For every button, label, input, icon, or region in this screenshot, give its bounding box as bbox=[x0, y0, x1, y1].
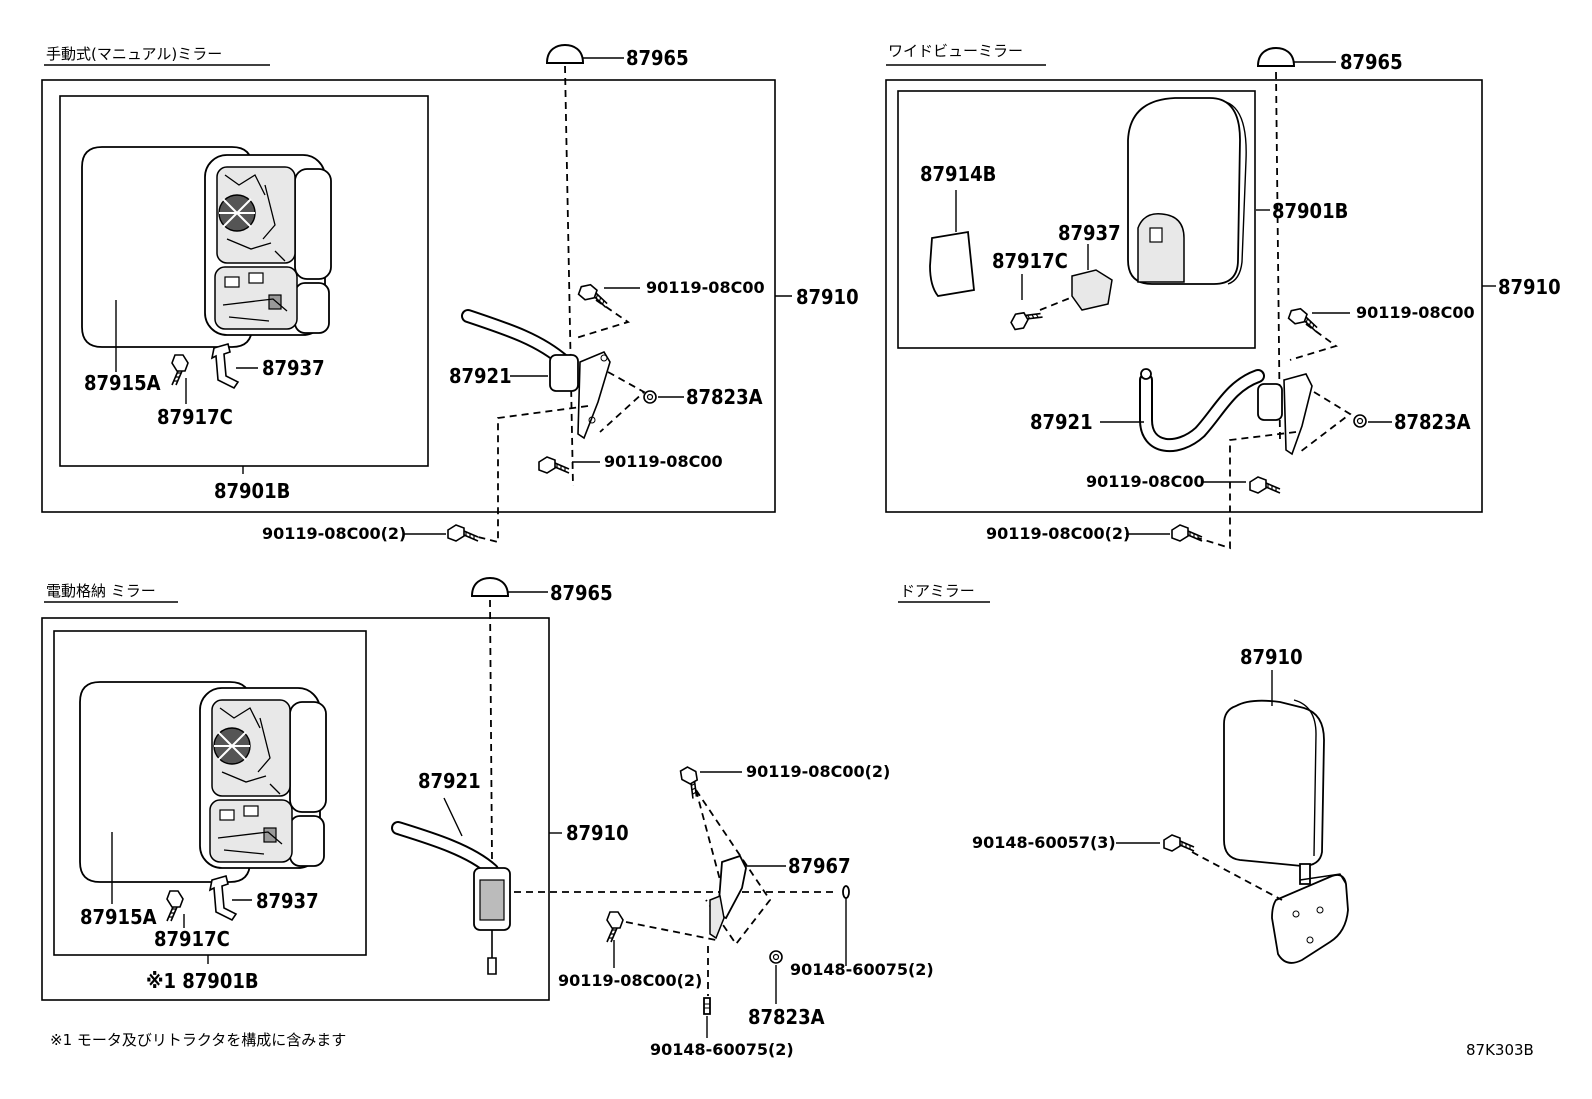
label-90119-08C00-lower: 90119-08C00 bbox=[604, 452, 723, 471]
label-87901B-wide: 87901B bbox=[1272, 199, 1348, 223]
label-87823A-wide: 87823A bbox=[1394, 410, 1471, 434]
mirror-housing-icon bbox=[204, 154, 332, 336]
screw-icon bbox=[166, 890, 184, 922]
label-87910-door: 87910 bbox=[1240, 645, 1303, 669]
cover-icon bbox=[929, 230, 975, 297]
bolt-icon bbox=[606, 911, 624, 943]
bolt-icon bbox=[576, 281, 612, 309]
bolt-icon bbox=[538, 456, 570, 474]
label-90119-08C00-wide-upper: 90119-08C00 bbox=[1356, 303, 1475, 322]
nut-icon bbox=[769, 950, 783, 964]
nut-icon bbox=[1353, 414, 1367, 428]
section-title-wide: ワイドビューミラー bbox=[888, 42, 1023, 60]
label-87965: 87965 bbox=[626, 46, 689, 70]
label-87965-power: 87965 bbox=[550, 581, 613, 605]
label-87917C: 87917C bbox=[157, 405, 233, 429]
label-87937-power: 87937 bbox=[256, 889, 319, 913]
label-87910-power: 87910 bbox=[566, 821, 629, 845]
label-87921-power: 87921 bbox=[418, 769, 481, 793]
label-90148-60057-3: 90148-60057(3) bbox=[972, 833, 1116, 852]
label-87901B: 87901B bbox=[214, 479, 290, 503]
diagram-code: 87K303B bbox=[1466, 1041, 1534, 1059]
mirror-housing-icon bbox=[199, 687, 327, 869]
bolt-icon bbox=[1286, 305, 1322, 333]
cap-icon bbox=[546, 44, 584, 64]
stay-pivot-icon bbox=[549, 354, 579, 392]
label-90148-60075-2-bottom: 90148-60075(2) bbox=[650, 1040, 794, 1059]
label-87937-wide: 87937 bbox=[1058, 221, 1121, 245]
label-87910-wide: 87910 bbox=[1498, 275, 1561, 299]
cap-icon bbox=[1257, 47, 1295, 67]
label-87823A-power: 87823A bbox=[748, 1005, 825, 1029]
bolt-icon bbox=[1171, 524, 1203, 542]
footnote: ※1 モータ及びリトラクタを構成に含みます bbox=[50, 1031, 346, 1049]
mirror-base-icon bbox=[1271, 874, 1349, 964]
screw-icon bbox=[703, 997, 711, 1015]
label-87921: 87921 bbox=[449, 364, 512, 388]
section-title-door: ドアミラー bbox=[900, 582, 975, 600]
cap-icon bbox=[471, 577, 509, 597]
bolt-icon bbox=[447, 524, 479, 542]
label-90119-08C00-2-wide: 90119-08C00(2) bbox=[986, 524, 1130, 543]
label-87917C-power: 87917C bbox=[154, 927, 230, 951]
section-title-power: 電動格納 ミラー bbox=[46, 582, 156, 600]
label-90148-60075-2-right: 90148-60075(2) bbox=[790, 960, 934, 979]
label-90119-08C00-2-power-a: 90119-08C00(2) bbox=[746, 762, 890, 781]
section-title-manual: 手動式(マニュアル)ミラー bbox=[46, 45, 222, 63]
label-90119-08C00-upper: 90119-08C00 bbox=[646, 278, 765, 297]
screw-icon bbox=[1007, 302, 1044, 333]
section-manual-mirror: 手動式(マニュアル)ミラー 87915A 87937 87917C 87901B… bbox=[41, 44, 859, 544]
label-87917C-wide: 87917C bbox=[992, 249, 1068, 273]
bolt-icon bbox=[677, 763, 708, 800]
label-87937: 87937 bbox=[262, 356, 325, 380]
section-wide-view-mirror: ワイドビューミラー 87901B 87914B 87937 87917C 879… bbox=[885, 42, 1561, 550]
label-90119-08C00-2-power-b: 90119-08C00(2) bbox=[558, 971, 702, 990]
label-87914B: 87914B bbox=[920, 162, 996, 186]
label-87901B-power: ※1 87901B bbox=[146, 969, 259, 993]
label-87910: 87910 bbox=[796, 285, 859, 309]
label-87967: 87967 bbox=[788, 854, 851, 878]
nut-icon bbox=[643, 390, 657, 404]
section-power-folding-mirror: 電動格納 ミラー 87915A 87937 87917C ※1 87901B 8… bbox=[41, 577, 934, 1059]
label-87965-wide: 87965 bbox=[1340, 50, 1403, 74]
label-87921-wide: 87921 bbox=[1030, 410, 1093, 434]
door-mirror-icon bbox=[1223, 699, 1325, 867]
bracket-icon bbox=[1071, 269, 1113, 311]
bolt-icon bbox=[1163, 834, 1195, 852]
section-door-mirror: ドアミラー 87910 90148-60057(3) bbox=[898, 582, 1349, 964]
bolt-icon bbox=[1249, 476, 1281, 494]
label-87915A-power: 87915A bbox=[80, 905, 157, 929]
label-90119-08C00-wide-lower: 90119-08C00 bbox=[1086, 472, 1205, 491]
stay-pivot-icon bbox=[1257, 383, 1283, 421]
label-90119-08C00-2: 90119-08C00(2) bbox=[262, 524, 406, 543]
label-87823A: 87823A bbox=[686, 385, 763, 409]
bracket-icon bbox=[211, 343, 239, 389]
label-87915A: 87915A bbox=[84, 371, 161, 395]
